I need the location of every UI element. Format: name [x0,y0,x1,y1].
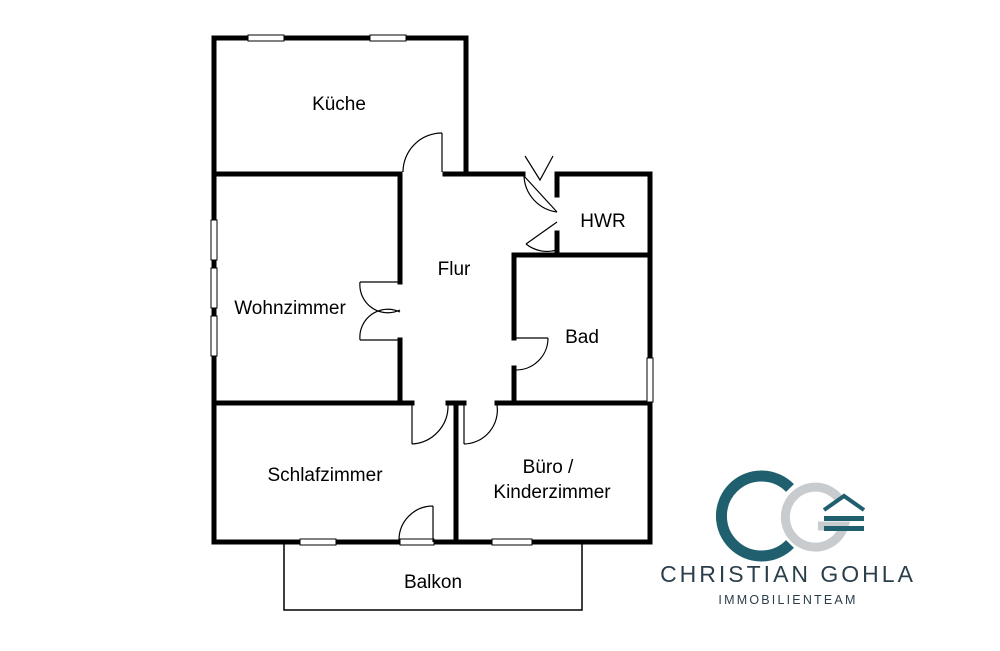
walls [211,35,653,545]
room-label-kinderzimmer: Kinderzimmer [493,482,611,503]
doors [359,132,558,542]
room-label-flur: Flur [438,259,471,280]
logo-roof-icon [822,493,866,512]
room-label-schlafzimmer: Schlafzimmer [267,465,383,486]
company-logo: CHRISTIAN GOHLA IMMOBILIENTEAM [660,470,916,607]
room-label-balkon: Balkon [404,572,462,593]
logo-ring-c [715,470,794,562]
logo-subtitle: IMMOBILIENTEAM [718,593,857,607]
room-label-bad: Bad [565,327,599,348]
room-label-hwr: HWR [580,211,625,232]
room-label-kueche: Küche [312,94,366,115]
balcony-outline [283,542,583,611]
windows [210,34,654,546]
room-label-wohnzimmer: Wohnzimmer [234,298,346,319]
room-label-buero: Büro / [523,457,574,478]
logo-ring-g [780,482,851,552]
logo-name: CHRISTIAN GOHLA [660,561,916,587]
